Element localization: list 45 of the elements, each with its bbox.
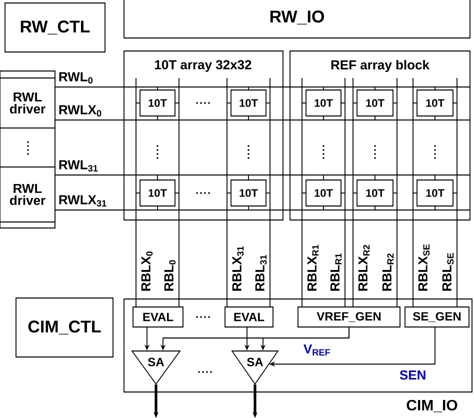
edge-label: RWLX$_{0}$	[59, 105, 102, 117]
block-box: RWL driver	[0, 166, 56, 222]
cell-box: 10T	[230, 180, 266, 206]
block-box: CIM_CTL	[16, 298, 114, 358]
cell-box: 10T	[356, 180, 394, 206]
connector	[352, 220, 354, 307]
connector	[226, 220, 228, 307]
connector	[396, 220, 398, 307]
edge-label: RBLX$_{0}$	[141, 251, 153, 291]
connector	[178, 220, 180, 307]
cell-box: 10T	[306, 180, 342, 206]
cell-box: 10T	[140, 90, 176, 116]
block-box: RW_CTL	[4, 2, 106, 52]
cell-box: 10T	[306, 90, 342, 116]
edge-label: RBLX$_{R2}$	[358, 244, 370, 291]
block-box: RW_IO	[124, 0, 470, 38]
connector	[456, 220, 458, 307]
edge-label: RWL$_{0}$	[59, 72, 92, 84]
edge-label: RBLX$_{R1}$	[307, 244, 319, 291]
block-box: SE_GEN	[404, 306, 470, 328]
edge-label: SEN	[400, 370, 426, 380]
edge-label: RBL$_{0}$	[164, 260, 176, 291]
edge-label: RBL$_{SE}$	[442, 253, 454, 291]
connector	[344, 220, 346, 307]
connector	[412, 220, 414, 307]
edge-label: RBLX$_{SE}$	[418, 244, 430, 291]
block-box: EVAL	[224, 306, 274, 328]
cell-box: 10T	[230, 90, 266, 116]
connector	[55, 86, 471, 88]
edge-label: RBL$_{R2}$	[382, 254, 394, 291]
edge-label: RWL$_{31}$	[59, 160, 98, 172]
node-label: CIM_IO	[406, 400, 458, 412]
cell-box: 10T	[356, 90, 394, 116]
edge-label: RBL$_{R1}$	[330, 253, 342, 291]
edge-label: RWLX$_{31}$	[59, 195, 106, 207]
edge-label: RBLX$_{31}$	[232, 246, 244, 291]
connector	[55, 174, 471, 176]
edge-label: RBL$_{31}$	[255, 254, 267, 291]
edge-label: V$_{REF}$	[304, 344, 330, 356]
cell-box: 10T	[140, 180, 176, 206]
block-box: RWL driver	[0, 78, 56, 128]
cell-box: 10T	[416, 90, 454, 116]
block-box: VREF_GEN	[298, 306, 400, 328]
cell-box: 10T	[416, 180, 454, 206]
block-box: EVAL	[132, 306, 184, 328]
